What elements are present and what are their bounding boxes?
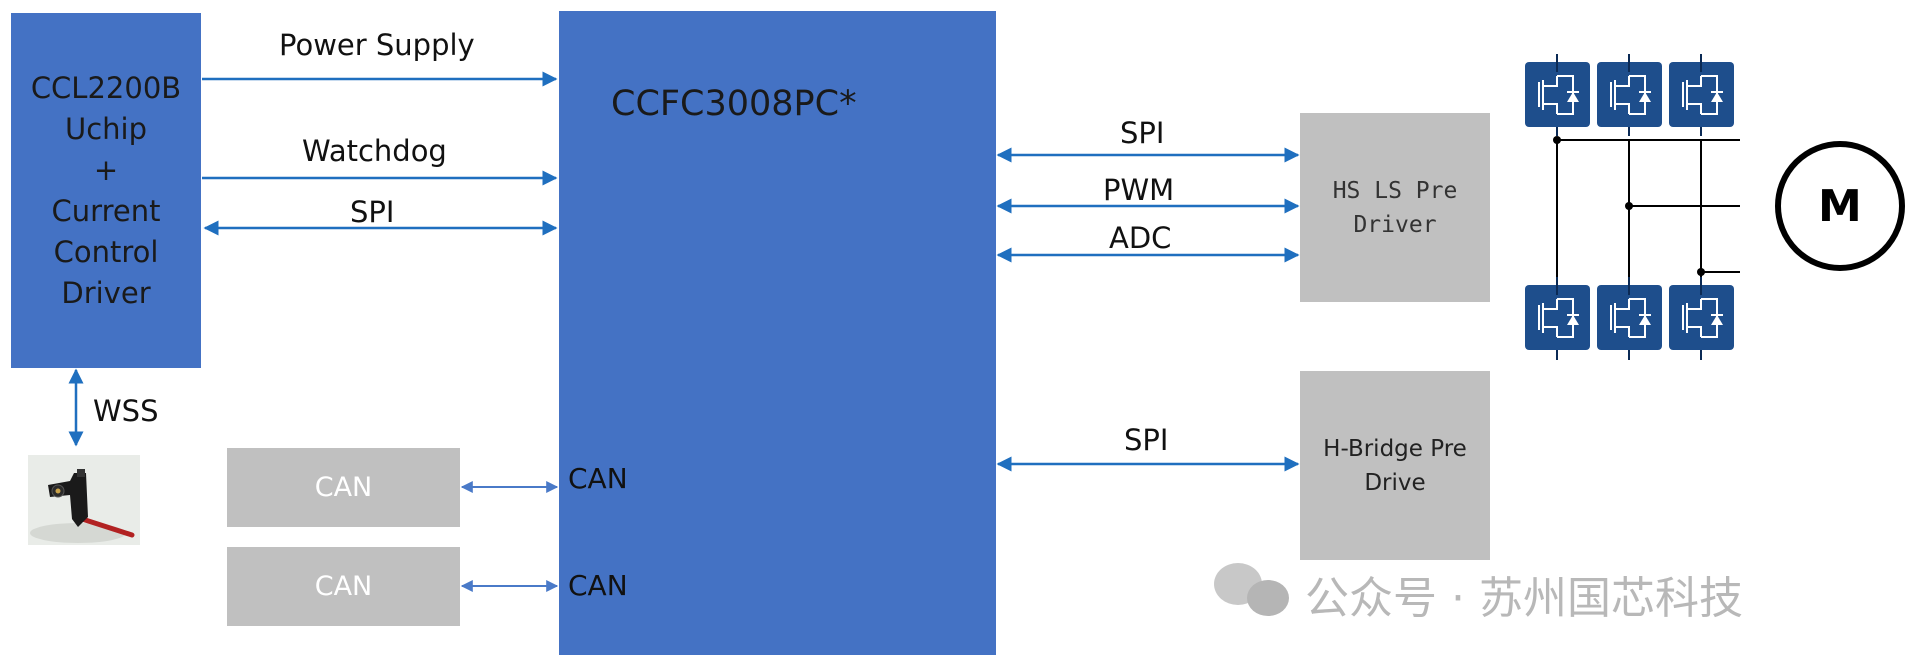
watchdog-label: Watchdog	[302, 134, 447, 168]
mcu-label: CCFC3008PC*	[611, 84, 857, 124]
can-block-1: CAN	[227, 448, 460, 527]
wheel-speed-sensor-image	[28, 455, 140, 545]
mcu-can-pin-1: CAN	[568, 462, 628, 495]
left-block-line: Driver	[61, 275, 151, 310]
junction-dots	[1553, 136, 1705, 276]
pwm-label: PWM	[1103, 173, 1175, 207]
hs-ls-line: Driver	[1353, 211, 1437, 238]
motor-label: M	[1818, 181, 1862, 232]
can-block-2: CAN	[227, 547, 460, 626]
left-block-line: Uchip	[64, 111, 147, 146]
mosfet-icon	[1669, 54, 1734, 136]
inverter-bridge	[1556, 139, 1740, 310]
mosfet-switches	[1525, 54, 1734, 360]
current-control-driver-block: CCL2200B Uchip + Current Control Driver	[11, 13, 201, 368]
wechat-icon	[1214, 563, 1289, 616]
mosfet-icon	[1525, 277, 1590, 360]
h-bridge-line: Drive	[1364, 469, 1426, 496]
left-block-line: Current	[51, 193, 161, 228]
spi-left-label: SPI	[350, 195, 395, 229]
hs-ls-line: HS LS Pre	[1332, 177, 1458, 204]
h-bridge-pre-drive-block: H-Bridge Pre Drive	[1300, 371, 1490, 560]
motor-circle	[1775, 141, 1905, 271]
left-block-line: Control	[53, 234, 159, 269]
left-block-line: CCL2200B	[30, 70, 182, 105]
mosfet-icon	[1669, 277, 1734, 360]
mcu-can-pin-2: CAN	[568, 569, 628, 602]
power-supply-label: Power Supply	[279, 28, 475, 62]
hs-ls-pre-driver-block: HS LS Pre Driver	[1300, 113, 1490, 302]
left-block-line: +	[93, 152, 119, 187]
spi-right-top-label: SPI	[1120, 116, 1165, 150]
wss-label: WSS	[93, 394, 159, 428]
h-bridge-line: H-Bridge Pre	[1323, 435, 1467, 462]
mosfet-icon	[1525, 54, 1590, 136]
mosfet-icon	[1597, 54, 1662, 136]
mcu-block	[559, 11, 996, 655]
can-block-label: CAN	[314, 571, 373, 602]
mosfet-icon	[1597, 277, 1662, 360]
adc-label: ADC	[1109, 221, 1172, 255]
spi-right-bottom-label: SPI	[1124, 423, 1169, 457]
watermark-text: 公众号 · 苏州国芯科技	[1305, 573, 1743, 624]
can-block-label: CAN	[314, 472, 373, 503]
